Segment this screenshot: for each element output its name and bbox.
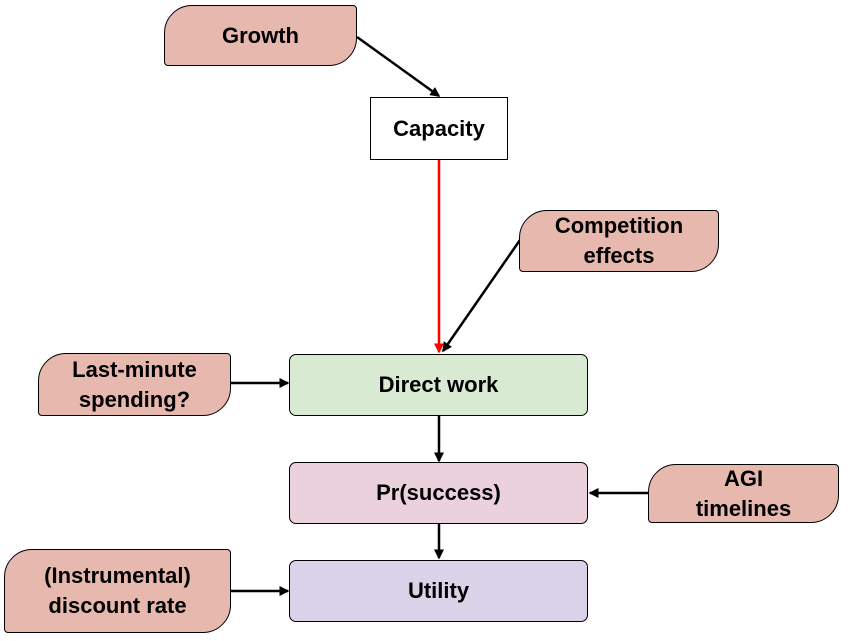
node-agi-timelines-label: AGI timelines — [695, 465, 792, 521]
node-last-minute-spending: Last-minute spending? — [38, 353, 231, 416]
node-growth: Growth — [164, 5, 357, 66]
node-agi-timelines: AGI timelines — [648, 464, 839, 523]
node-instrumental-discount-rate: (Instrumental) discount rate — [4, 549, 231, 633]
edge-competition-to-direct-work — [441, 239, 522, 353]
node-direct-work: Direct work — [289, 354, 588, 416]
node-last-minute-spending-label: Last-minute spending? — [72, 356, 197, 412]
node-growth-label: Growth — [222, 22, 299, 48]
node-direct-work-label: Direct work — [378, 372, 499, 397]
node-capacity-label: Capacity — [393, 115, 485, 141]
edge-growth-to-capacity — [356, 35, 441, 98]
node-utility: Utility — [289, 560, 588, 622]
node-competition-effects: Competition effects — [519, 210, 719, 272]
node-instrumental-discount-rate-label: (Instrumental) discount rate — [44, 563, 191, 618]
node-competition-effects-label: Competition effects — [554, 213, 684, 268]
node-utility-label: Utility — [407, 578, 470, 603]
node-pr-success-label: Pr(success) — [376, 480, 501, 505]
node-capacity: Capacity — [370, 97, 508, 160]
node-pr-success: Pr(success) — [289, 462, 588, 524]
